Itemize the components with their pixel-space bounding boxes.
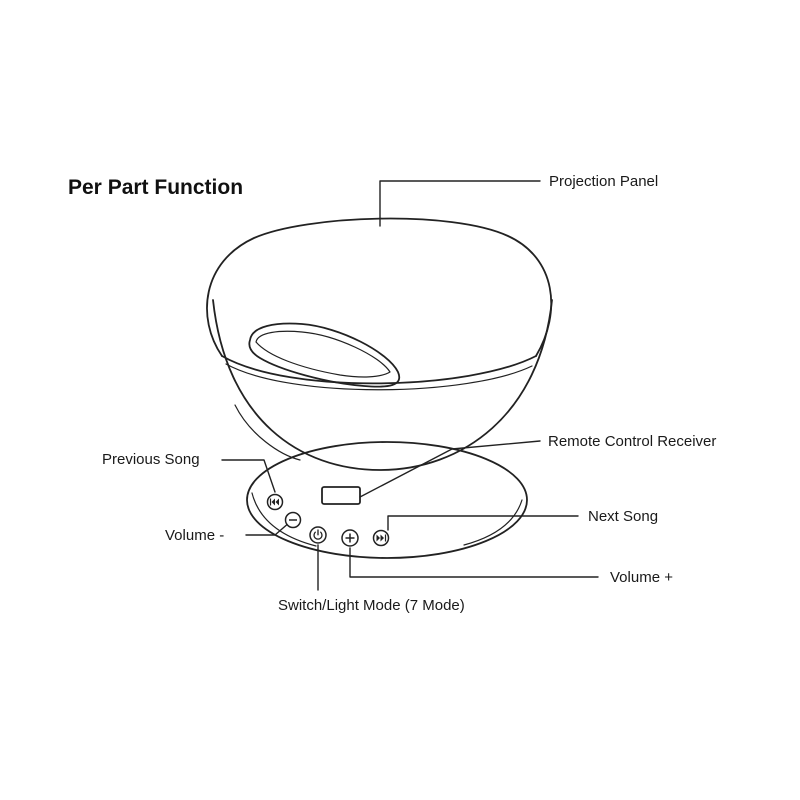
projection-panel-lid: [206, 217, 553, 391]
diagram-title: Per Part Function: [68, 176, 244, 199]
label-switch-light-mode: Switch/Light Mode (7 Mode): [278, 597, 465, 614]
label-next-song: Next Song: [588, 508, 659, 525]
power-icon: [313, 529, 323, 540]
label-volume-minus: Volume -: [165, 527, 225, 544]
next-track-icon: [376, 534, 387, 542]
bowl-body: [212, 299, 553, 471]
volume-plus-button[interactable]: [341, 529, 359, 547]
leader-next-song: [387, 515, 579, 531]
previous-song-button[interactable]: [266, 493, 284, 511]
volume-minus-button[interactable]: [284, 511, 302, 529]
remote-receiver-window: [321, 486, 361, 505]
leader-volume-minus: [245, 521, 291, 536]
leader-projection-panel: [379, 180, 541, 227]
plus-icon: [345, 533, 355, 543]
leader-previous-song: [221, 459, 276, 493]
previous-track-icon: [269, 498, 279, 506]
handle-slot: [248, 322, 401, 388]
label-previous-song: Previous Song: [102, 451, 200, 468]
leader-lines: [221, 180, 599, 591]
next-song-button[interactable]: [372, 529, 390, 547]
leader-remote-receiver: [359, 440, 541, 498]
label-remote-control-receiver: Remote Control Receiver: [548, 433, 717, 450]
power-mode-button[interactable]: [309, 526, 327, 544]
label-projection-panel: Projection Panel: [549, 173, 659, 190]
label-volume-plus: Volume +: [610, 569, 673, 586]
leader-volume-plus: [349, 547, 599, 578]
base-disc: [246, 441, 528, 559]
